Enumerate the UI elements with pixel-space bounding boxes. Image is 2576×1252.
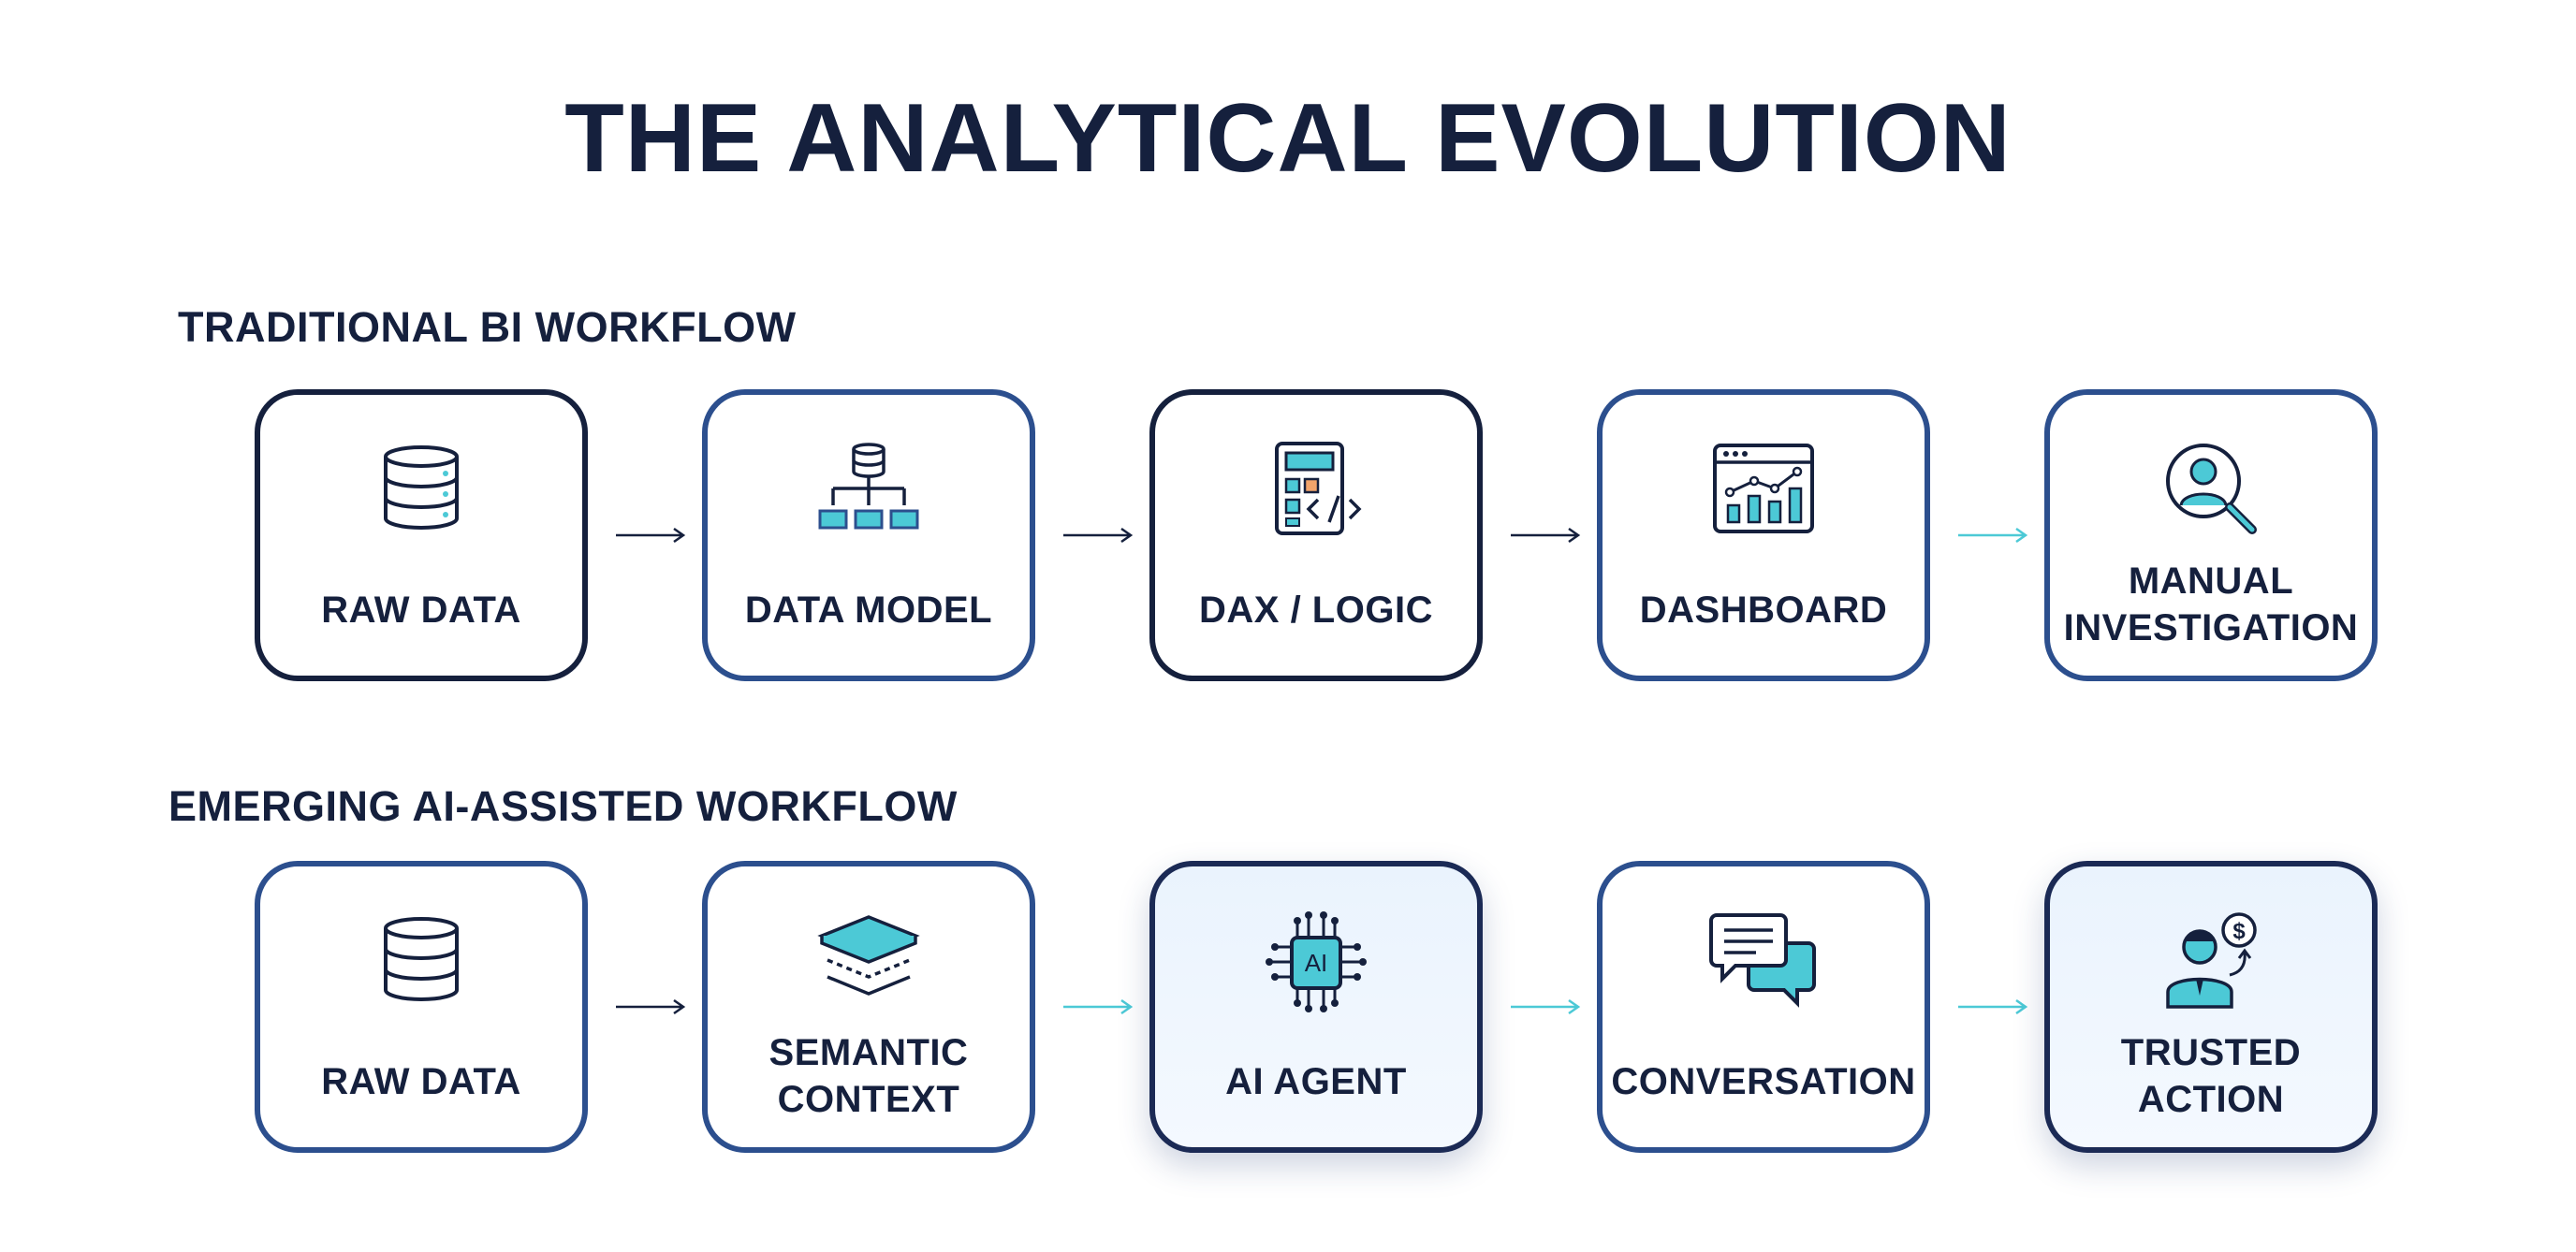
- person-magnifier-icon: [2155, 438, 2267, 541]
- arrow-icon: [614, 526, 687, 545]
- step-label: RAW DATA: [321, 590, 521, 631]
- arrow-icon: [1509, 526, 1582, 545]
- step-raw-data: RAW DATA: [255, 389, 588, 681]
- dashboard-chart-icon: [1707, 438, 1820, 541]
- arrow-icon: [1956, 997, 2029, 1016]
- page-title: THE ANALYTICAL EVOLUTION: [564, 84, 2012, 193]
- step-data-model: DATA MODEL: [702, 389, 1035, 681]
- traditional-workflow-label: TRADITIONAL BI WORKFLOW: [178, 303, 797, 351]
- step-label: DAX / LOGIC: [1199, 590, 1433, 631]
- arrow-icon: [1509, 997, 1582, 1016]
- step-label: DATA MODEL: [744, 590, 993, 631]
- person-dollar-icon: $: [2155, 910, 2267, 1012]
- arrow-icon: [1061, 526, 1134, 545]
- calculator-code-icon: [1260, 438, 1372, 541]
- step-label: RAW DATA: [321, 1061, 521, 1102]
- step-ai-agent: AI AI AGENT: [1149, 861, 1483, 1153]
- step-label: CONVERSATION: [1611, 1061, 1916, 1102]
- step-conversation: CONVERSATION: [1597, 861, 1930, 1153]
- traditional-workflow-row: RAW DATA DATA MODEL: [0, 386, 2576, 694]
- step-raw-data: RAW DATA: [255, 861, 588, 1153]
- dollar-badge-text: $: [2232, 919, 2246, 944]
- arrow-icon: [1061, 997, 1134, 1016]
- data-model-icon: [812, 438, 925, 541]
- emerging-workflow-label: EMERGING AI-ASSISTED WORKFLOW: [168, 782, 958, 830]
- layers-icon: [812, 910, 925, 1012]
- step-label: AI AGENT: [1225, 1061, 1407, 1102]
- ai-chip-text: AI: [1305, 949, 1328, 977]
- step-label: DASHBOARD: [1639, 590, 1888, 631]
- arrow-icon: [1956, 526, 2029, 545]
- arrow-icon: [614, 997, 687, 1016]
- ai-chip-icon: AI: [1260, 910, 1372, 1012]
- database-icon: [365, 438, 477, 541]
- chat-bubbles-icon: [1707, 910, 1820, 1012]
- database-icon: [365, 910, 477, 1012]
- step-dashboard: DASHBOARD: [1597, 389, 1930, 681]
- step-dax-logic: DAX / LOGIC: [1149, 389, 1483, 681]
